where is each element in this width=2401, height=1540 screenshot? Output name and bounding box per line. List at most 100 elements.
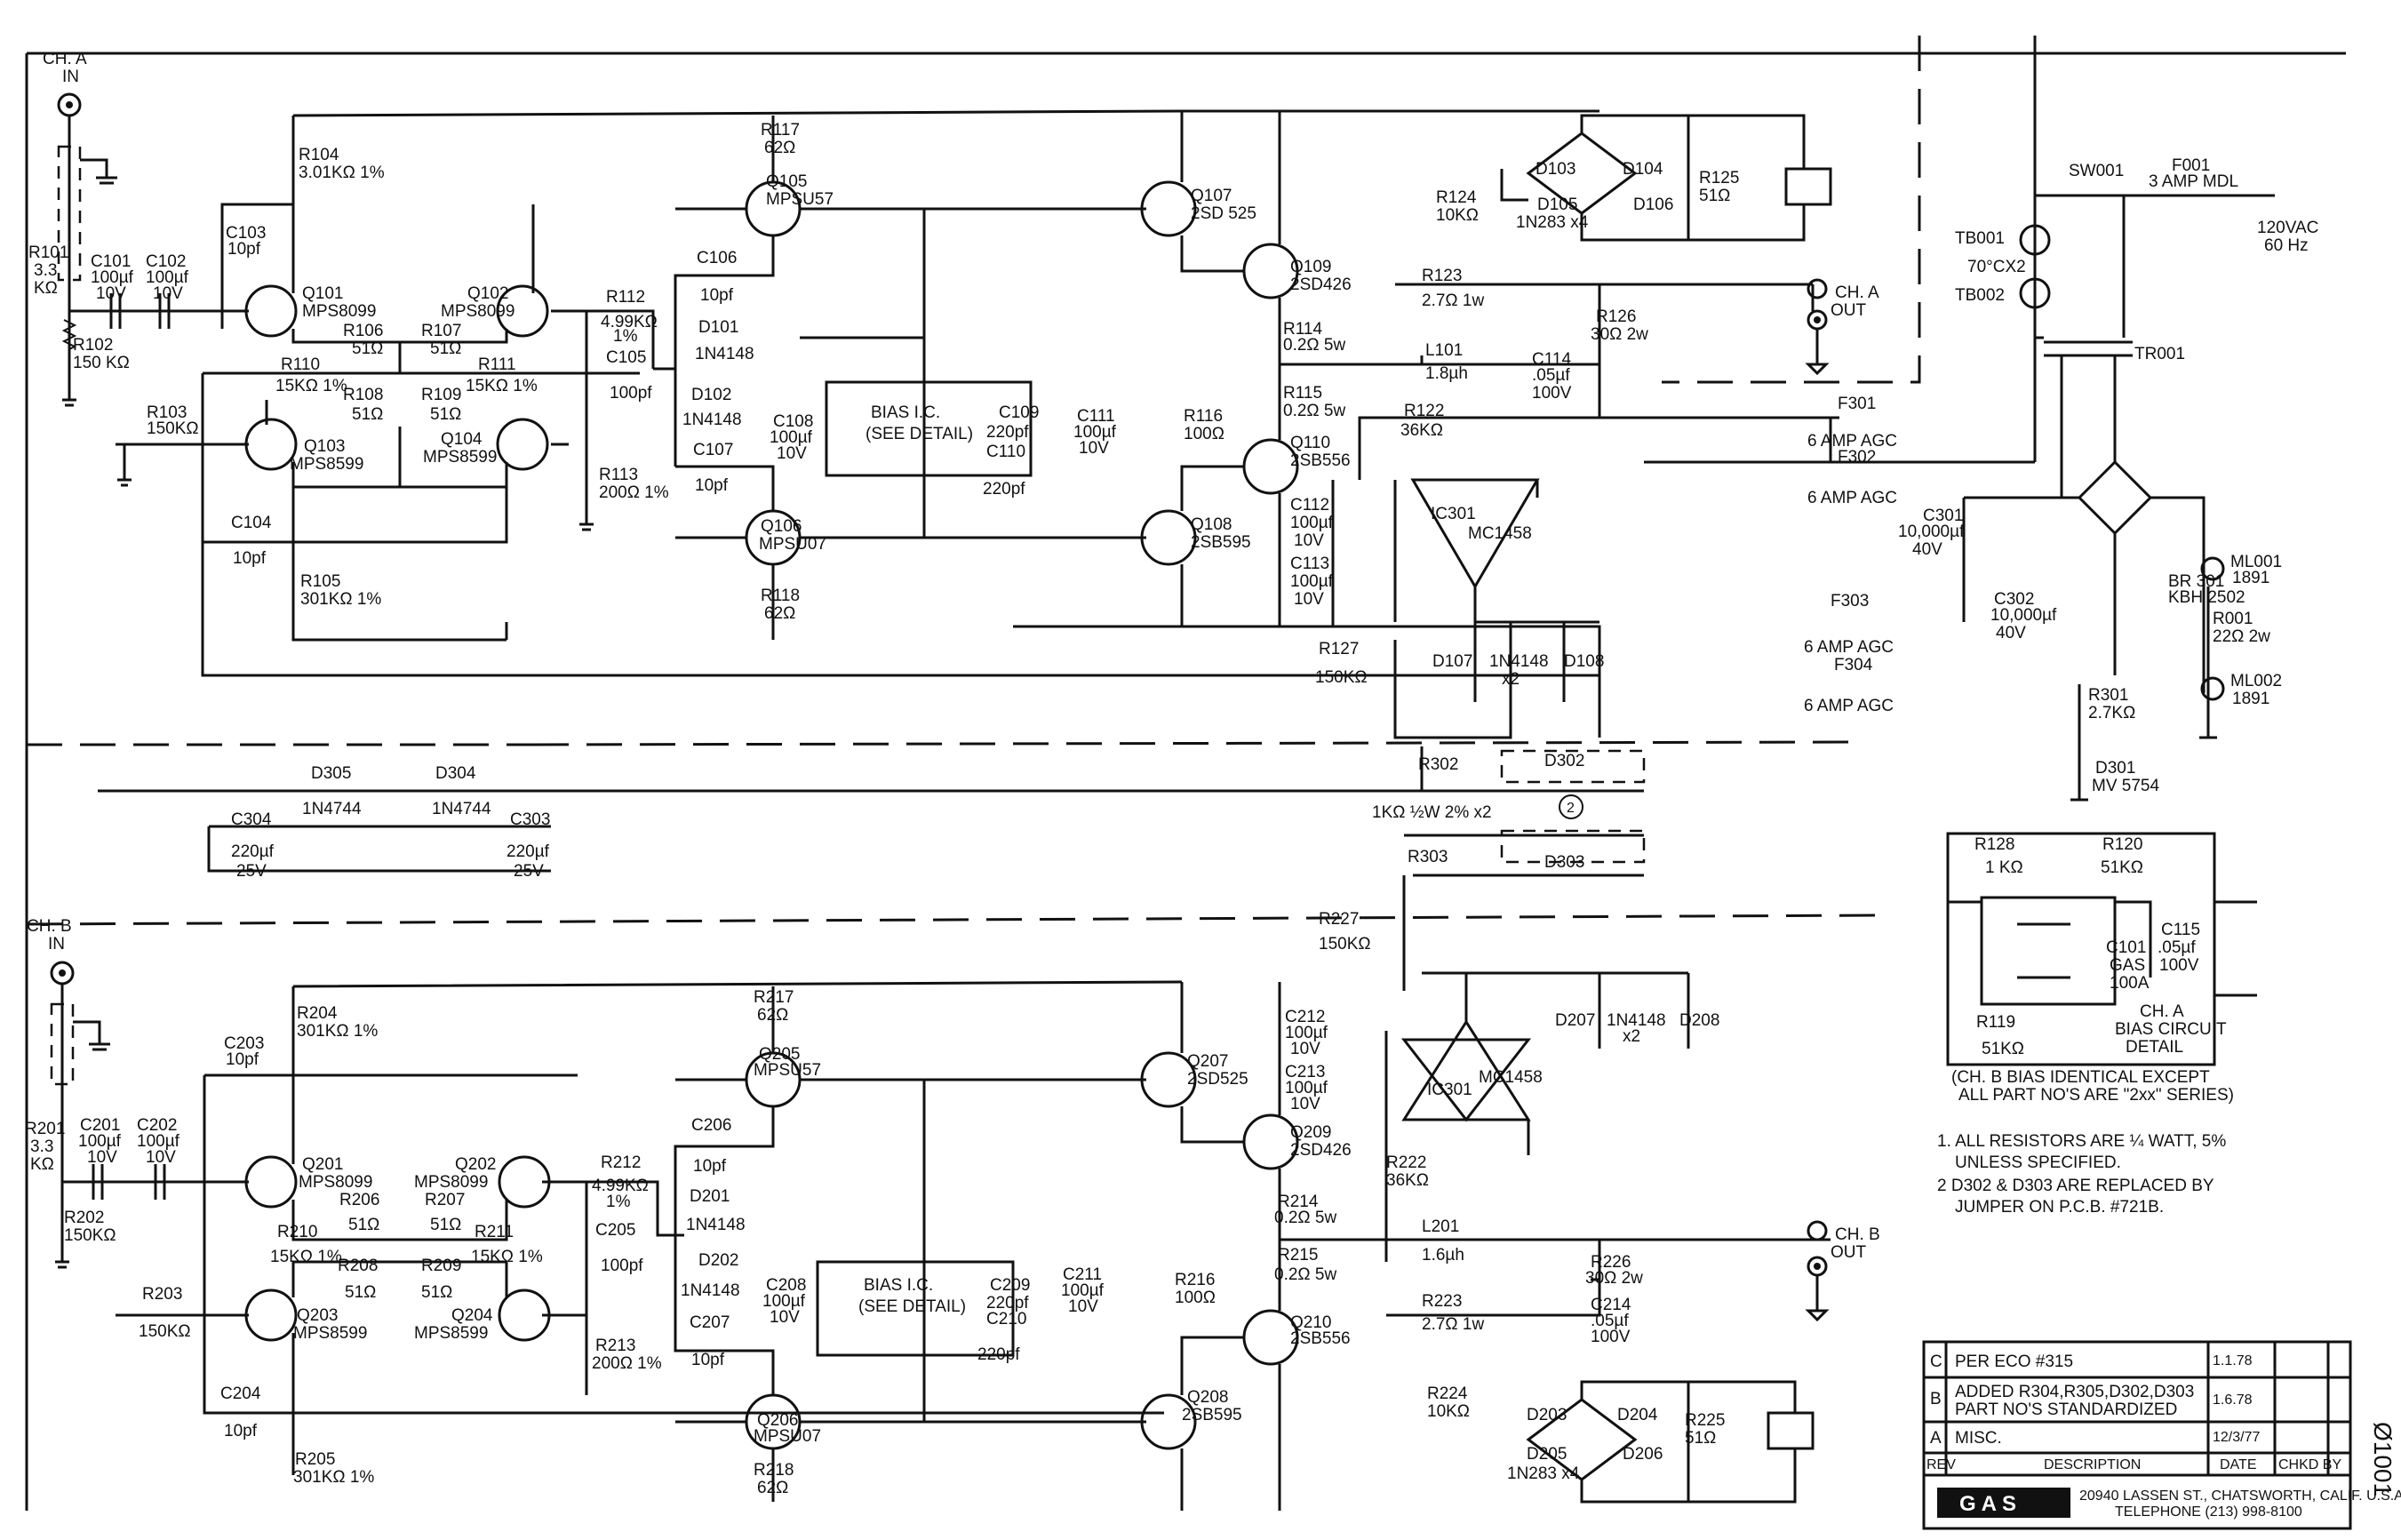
c104-val: 10pf bbox=[233, 549, 267, 568]
c302-val1: 10,000µf bbox=[1990, 606, 2057, 625]
r302-r303-note: 1KΩ ½W 2% x2 bbox=[1372, 803, 1492, 822]
c213-val1: 100µf bbox=[1285, 1079, 1328, 1097]
d101-ref: D101 bbox=[698, 318, 738, 337]
r106-val: 51Ω bbox=[352, 339, 383, 358]
ac-freq: 60 Hz bbox=[2264, 236, 2309, 255]
c205-ref: C205 bbox=[595, 1221, 635, 1240]
q102-ref: Q102 bbox=[467, 284, 508, 303]
c104-ref: C104 bbox=[231, 514, 272, 532]
bias-caption-1: CH. A bbox=[2140, 1002, 2184, 1021]
c115-val1: .05µf bbox=[2158, 938, 2196, 957]
q101-val: MPS8099 bbox=[302, 302, 376, 321]
r302-ref: R302 bbox=[1418, 755, 1458, 774]
r118-ref: R118 bbox=[761, 586, 800, 605]
c102-val2: 10V bbox=[153, 284, 183, 303]
q206-val: MPSU07 bbox=[754, 1427, 821, 1446]
r111-ref: R111 bbox=[478, 355, 516, 374]
c209-val: 220pf bbox=[986, 1294, 1029, 1313]
r218-ref: R218 bbox=[754, 1461, 794, 1480]
f303-val: 6 AMP AGC bbox=[1804, 638, 1894, 657]
r116-ref: R116 bbox=[1184, 407, 1223, 426]
r115-val: 0.2Ω 5w bbox=[1283, 402, 1345, 420]
r127-val: 150KΩ bbox=[1315, 668, 1368, 687]
r105-ref: R105 bbox=[300, 572, 340, 591]
q108-ref: Q108 bbox=[1191, 515, 1232, 534]
r208-val: 51Ω bbox=[345, 1283, 376, 1302]
d207-x2: x2 bbox=[1623, 1027, 1640, 1046]
f303-ref: F303 bbox=[1831, 592, 1869, 610]
c103-val: 10pf bbox=[227, 240, 261, 259]
r122-ref: R122 bbox=[1404, 402, 1444, 420]
note-2a: 2 D302 & D303 ARE REPLACED BY bbox=[1937, 1177, 2214, 1195]
c113-val2: 10V bbox=[1294, 590, 1324, 609]
c301-val1: 10,000µf bbox=[1898, 523, 1965, 541]
r301-ref: R301 bbox=[2088, 686, 2128, 705]
c105-ref: C105 bbox=[606, 348, 646, 367]
d205-ref: D205 bbox=[1527, 1445, 1567, 1464]
hdr-desc: DESCRIPTION bbox=[2044, 1457, 2141, 1472]
r106-ref: R106 bbox=[343, 322, 383, 340]
c114-val2: 100V bbox=[1532, 384, 1572, 403]
rev-c-letter: C bbox=[1930, 1352, 1942, 1371]
f301-ref: F301 bbox=[1838, 395, 1876, 413]
ch-b-in-label-1: CH. B bbox=[27, 917, 72, 936]
f304-ref: F304 bbox=[1834, 656, 1873, 674]
bias-note-2: ALL PART NO'S ARE "2xx" SERIES) bbox=[1958, 1086, 2234, 1105]
d303-ref: D303 bbox=[1544, 853, 1584, 872]
r211-ref: R211 bbox=[475, 1223, 514, 1241]
c211-val1: 100µf bbox=[1061, 1281, 1105, 1300]
d105-ref: D105 bbox=[1537, 195, 1577, 214]
c204-ref: C204 bbox=[220, 1384, 261, 1403]
c213-ref: C213 bbox=[1285, 1063, 1325, 1081]
q202-val: MPS8099 bbox=[414, 1173, 488, 1192]
company-logo-text: GAS bbox=[1959, 1492, 2022, 1516]
d304-ref: D304 bbox=[435, 764, 476, 783]
r122-val: 36KΩ bbox=[1400, 421, 1443, 440]
q107-ref: Q107 bbox=[1191, 187, 1232, 205]
c112-ref: C112 bbox=[1290, 496, 1329, 515]
c203-val: 10pf bbox=[226, 1050, 259, 1069]
c112-val2: 10V bbox=[1294, 531, 1324, 550]
q109-val: 2SD426 bbox=[1290, 275, 1352, 294]
ch-a-in-label-2: IN bbox=[62, 68, 79, 86]
rev-b-desc2: PART NO'S STANDARDIZED bbox=[1955, 1400, 2177, 1419]
rev-a-letter: A bbox=[1930, 1429, 1942, 1448]
c204-val: 10pf bbox=[224, 1422, 258, 1440]
r108-val: 51Ω bbox=[352, 405, 383, 424]
d202-ref: D202 bbox=[698, 1251, 738, 1270]
q105-ref: Q105 bbox=[766, 172, 807, 191]
r217-val: 62Ω bbox=[757, 1006, 788, 1025]
r125-ref: R125 bbox=[1699, 169, 1739, 188]
r214-ref: R214 bbox=[1278, 1193, 1319, 1211]
r103-val: 150KΩ bbox=[147, 419, 199, 438]
r205-val: 301KΩ 1% bbox=[293, 1468, 374, 1487]
r210-val: 15KΩ 1% bbox=[270, 1248, 342, 1266]
d302-ref: D302 bbox=[1544, 752, 1584, 770]
d107-val: 1N4148 bbox=[1489, 652, 1549, 671]
d103-ref: D103 bbox=[1536, 160, 1575, 179]
c303-val1: 220µf bbox=[507, 842, 550, 861]
c101-val2: 10V bbox=[96, 284, 126, 303]
d202-val: 1N4148 bbox=[681, 1281, 740, 1300]
q210-ref: Q210 bbox=[1290, 1313, 1331, 1332]
q201-val: MPS8099 bbox=[299, 1173, 372, 1192]
q209-val: 2SD426 bbox=[1290, 1141, 1352, 1160]
r205-ref: R205 bbox=[295, 1450, 335, 1469]
q209-ref: Q209 bbox=[1290, 1123, 1331, 1142]
q203-ref: Q203 bbox=[297, 1306, 338, 1325]
channel-divider-lower bbox=[26, 914, 1876, 926]
r110-val: 15KΩ 1% bbox=[275, 377, 347, 395]
ch-b-out-label-2: OUT bbox=[1831, 1243, 1867, 1262]
r301-val: 2.7KΩ bbox=[2088, 704, 2135, 722]
q104-ref: Q104 bbox=[441, 430, 483, 449]
c114-ref: C114 bbox=[1532, 350, 1571, 369]
tr001-ref: TR001 bbox=[2134, 345, 2185, 363]
c214-ref: C214 bbox=[1591, 1296, 1631, 1314]
c205-val: 100pf bbox=[601, 1257, 643, 1275]
c302-val2: 40V bbox=[1996, 624, 2026, 642]
c304-ref: C304 bbox=[231, 810, 272, 829]
r224-ref: R224 bbox=[1427, 1384, 1468, 1403]
d107-x2: x2 bbox=[1502, 670, 1520, 689]
r212-val2: 1% bbox=[606, 1193, 631, 1211]
r222-val: 36KΩ bbox=[1386, 1171, 1429, 1190]
